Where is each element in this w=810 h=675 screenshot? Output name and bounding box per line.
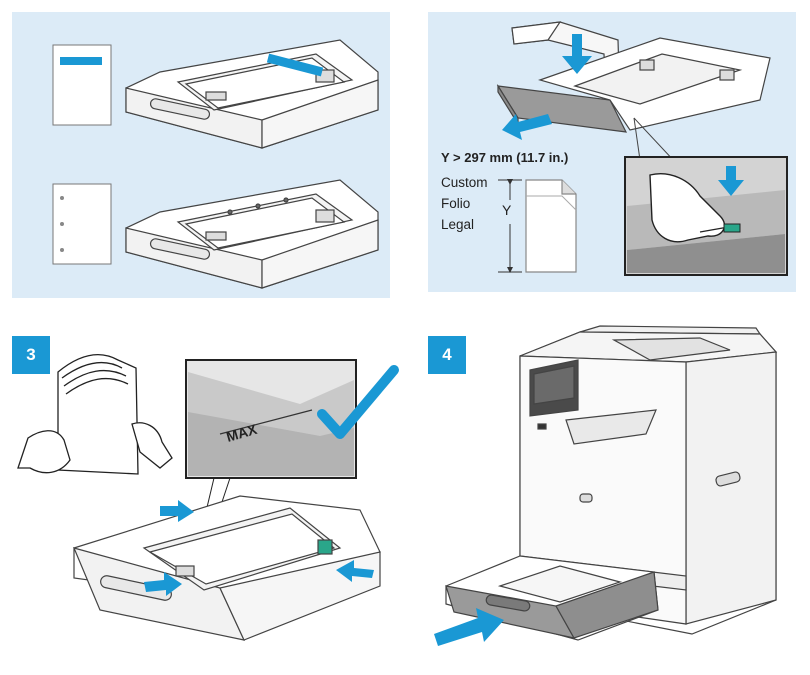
latch-detail-inset	[625, 157, 787, 275]
loaded-paper-tray-icon	[74, 496, 380, 640]
dimension-bracket	[498, 180, 522, 272]
paper-tray-prepunched-icon	[126, 180, 378, 288]
paper-sheet-letterhead-icon	[53, 45, 111, 125]
paper-tray-letterhead-icon	[126, 40, 378, 148]
tall-page-icon	[526, 180, 576, 272]
paper-sheet-prepunched-icon	[53, 184, 111, 264]
fanning-paper-hands-icon	[18, 355, 172, 474]
